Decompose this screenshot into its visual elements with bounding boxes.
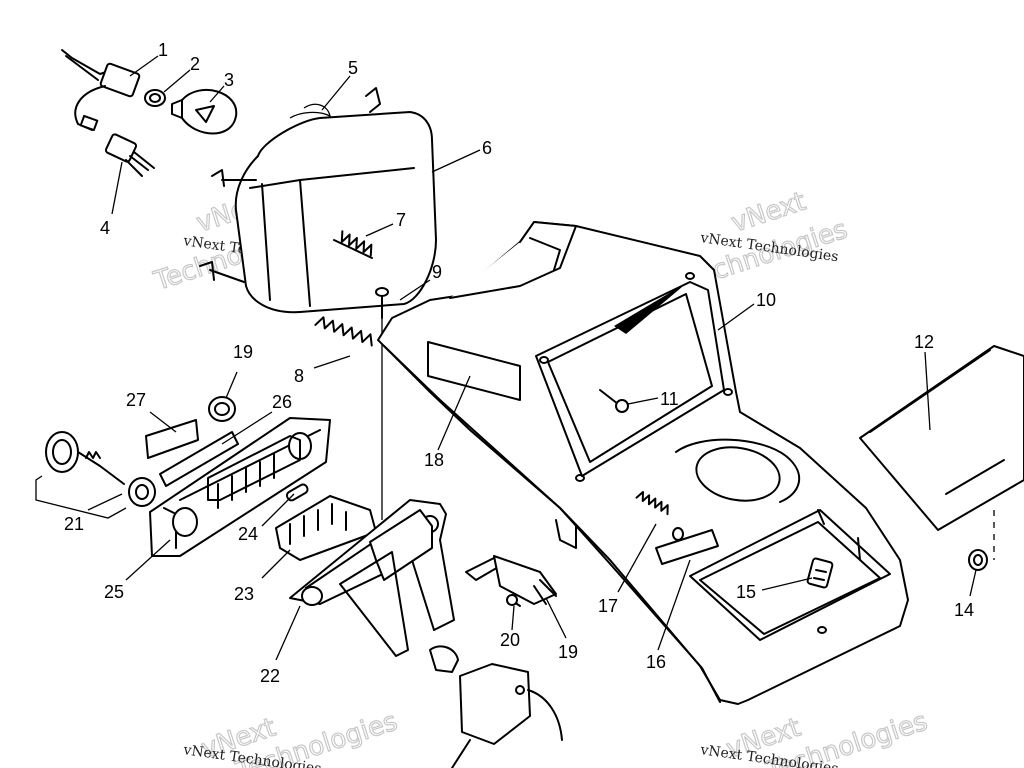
socket-bottom	[429, 645, 563, 768]
callout-21: 21	[64, 514, 84, 534]
callout-14: 14	[954, 600, 974, 620]
switch-panel-25	[149, 417, 331, 557]
gauge-opening	[695, 446, 781, 502]
callout-24: 24	[238, 524, 258, 544]
callout-9: 9	[432, 262, 442, 282]
callout-19-upper: 19	[233, 342, 253, 362]
callout-8: 8	[294, 366, 304, 386]
callout-3: 3	[224, 70, 234, 90]
decal-16	[655, 529, 719, 565]
callout-5: 5	[348, 58, 358, 78]
screw-20	[506, 594, 521, 607]
callout-22: 22	[260, 666, 280, 686]
callout-15: 15	[736, 582, 756, 602]
spring-7	[333, 230, 373, 259]
callout-1: 1	[158, 40, 168, 60]
watermark-bottom-right: vNext Technologies vNext Technologies	[698, 706, 931, 768]
callout-7: 7	[396, 210, 406, 230]
bracket-22	[289, 499, 455, 657]
key-switch-21	[35, 431, 156, 519]
grommet-19-upper	[208, 396, 236, 422]
console-hood-10	[377, 221, 909, 705]
connector-socket-4	[104, 133, 138, 163]
callout-23: 23	[234, 584, 254, 604]
callout-11: 11	[660, 389, 679, 409]
spring-8	[314, 316, 373, 347]
headlight-wiring	[61, 49, 155, 177]
headlight-bulb-3	[171, 89, 238, 135]
callout-10: 10	[756, 290, 776, 310]
grommet-14	[968, 549, 988, 571]
callout-12: 12	[914, 332, 934, 352]
callout-25: 25	[104, 582, 124, 602]
callout-20: 20	[500, 630, 520, 650]
watermark-bottom-left: vNext Technologies vNext Technologies	[181, 706, 401, 768]
screw-9	[375, 287, 389, 520]
callout-2: 2	[190, 54, 200, 74]
callout-4: 4	[100, 218, 110, 238]
callout-labels: 1 2 3 4 5 6 7 8 9 10 11 12 14 15 16 17 1…	[64, 40, 974, 686]
callout-6: 6	[482, 138, 492, 158]
headlight-housing-6	[199, 87, 437, 314]
decal-27	[145, 419, 199, 459]
callout-26: 26	[272, 392, 292, 412]
callout-17: 17	[598, 596, 618, 616]
panel-12	[859, 345, 1024, 560]
bracket-15	[806, 557, 834, 589]
bulb-clip-2	[144, 89, 166, 107]
callout-27: 27	[126, 390, 146, 410]
callout-19-lower: 19	[558, 642, 578, 662]
connector-plug-1	[99, 62, 141, 98]
callout-16: 16	[646, 652, 666, 672]
windshield-shading	[614, 282, 688, 334]
decal-18	[427, 341, 521, 401]
leader-lines	[87, 55, 977, 661]
decal-26	[159, 431, 239, 487]
callout-18: 18	[424, 450, 444, 470]
toggle-switch-19	[465, 555, 557, 605]
